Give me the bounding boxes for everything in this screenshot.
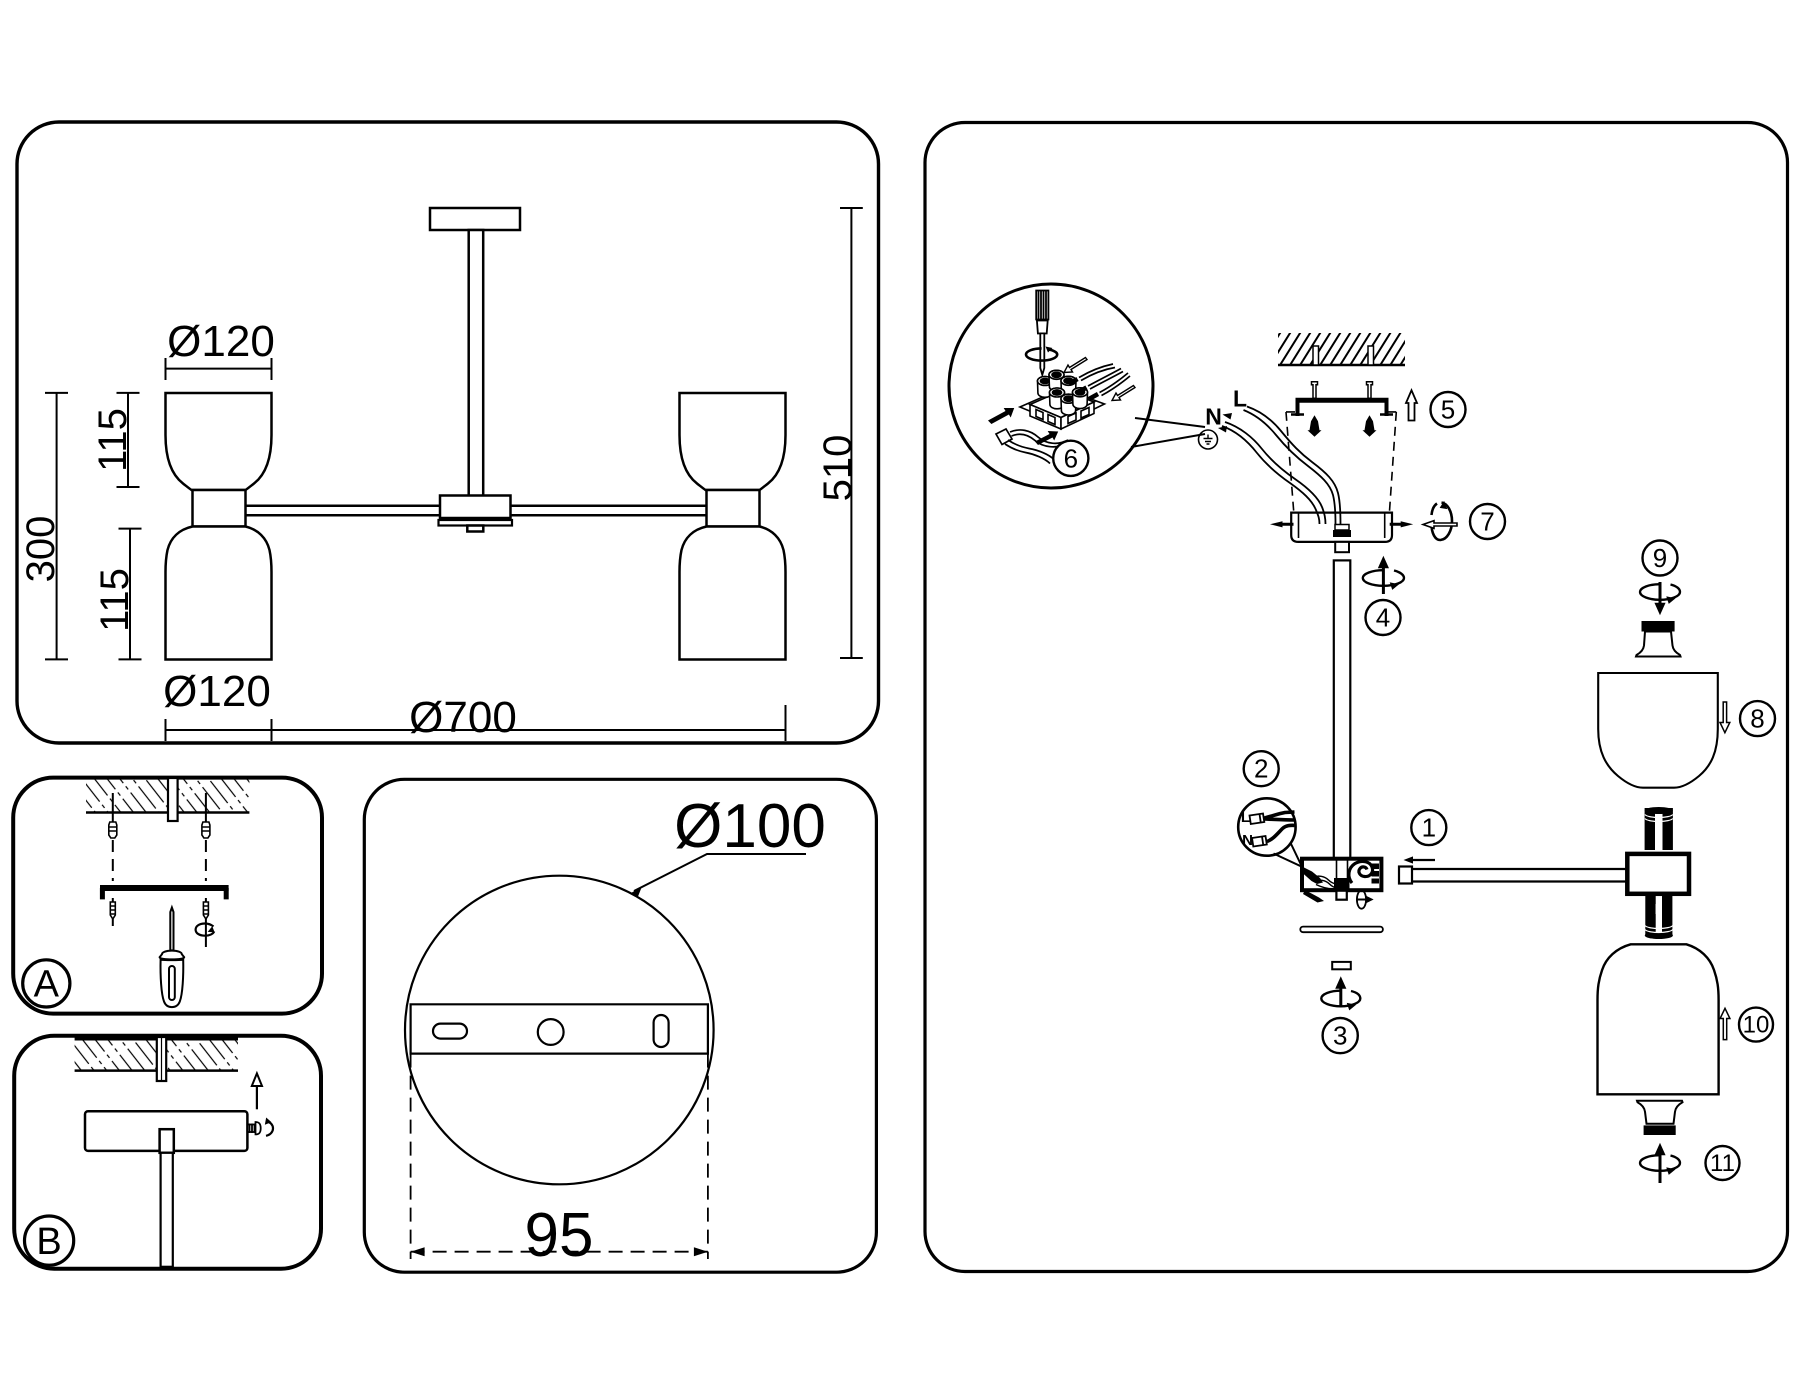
svg-text:7: 7 bbox=[1480, 507, 1494, 537]
svg-text:Ø100: Ø100 bbox=[674, 792, 826, 861]
svg-text:2: 2 bbox=[1254, 754, 1268, 784]
svg-text:510: 510 bbox=[816, 435, 860, 502]
svg-text:Ø120: Ø120 bbox=[167, 317, 275, 366]
svg-text:N: N bbox=[1242, 832, 1253, 849]
svg-text:B: B bbox=[36, 1221, 61, 1263]
svg-text:3: 3 bbox=[1333, 1021, 1347, 1051]
svg-text:N: N bbox=[1205, 404, 1222, 430]
svg-text:Ø120: Ø120 bbox=[163, 667, 271, 716]
svg-text:9: 9 bbox=[1653, 543, 1667, 573]
svg-text:115: 115 bbox=[93, 568, 137, 632]
svg-text:6: 6 bbox=[1064, 443, 1078, 473]
svg-text:L: L bbox=[1241, 809, 1250, 826]
svg-text:10: 10 bbox=[1743, 1012, 1770, 1039]
svg-text:L: L bbox=[1233, 386, 1247, 412]
svg-text:Ø700: Ø700 bbox=[409, 693, 517, 742]
svg-text:5: 5 bbox=[1441, 395, 1455, 425]
svg-text:4: 4 bbox=[1376, 603, 1390, 633]
svg-text:1: 1 bbox=[1422, 813, 1436, 843]
svg-text:11: 11 bbox=[1710, 1150, 1735, 1177]
svg-text:8: 8 bbox=[1750, 704, 1764, 734]
svg-text:A: A bbox=[34, 964, 60, 1006]
svg-text:300: 300 bbox=[19, 516, 63, 583]
svg-text:115: 115 bbox=[91, 408, 135, 472]
svg-text:95: 95 bbox=[525, 1201, 594, 1270]
